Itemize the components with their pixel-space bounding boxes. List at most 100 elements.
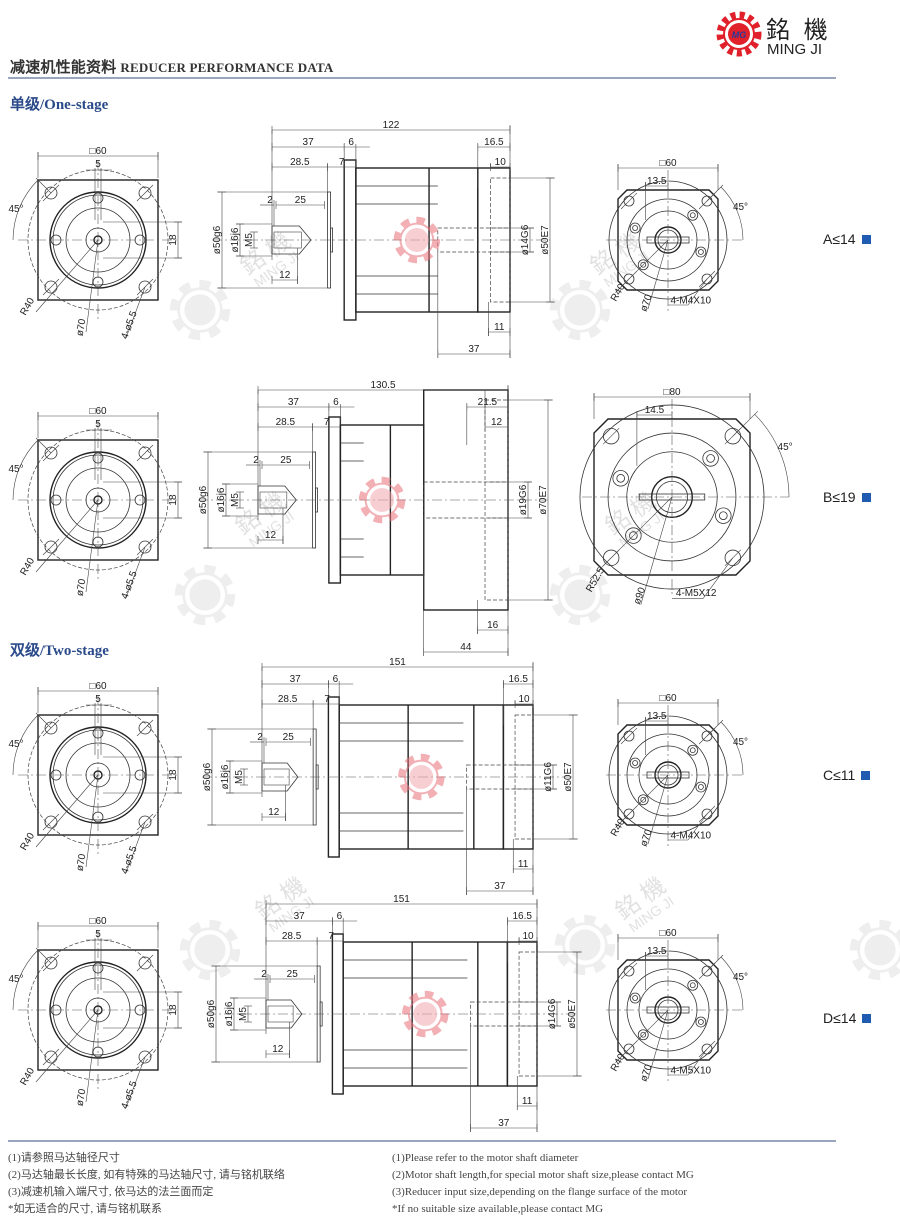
dim-input-length: 37	[290, 674, 302, 685]
angle-arc	[12, 439, 39, 501]
drawing-circle	[44, 446, 58, 460]
blue-square-icon	[861, 770, 871, 780]
dim-bottom-2: 37	[494, 881, 506, 892]
dim-pilot-step: 7	[324, 694, 330, 705]
footer-divider	[8, 1140, 836, 1142]
gear-watermark-icon	[174, 564, 236, 626]
drawing-circle	[706, 454, 715, 463]
dim-shaft-height: 18	[168, 769, 179, 781]
gear-watermark-icon	[554, 914, 616, 976]
dim-shaft-length: 25	[283, 732, 295, 743]
page-title-cn: 减速机性能资料	[10, 60, 117, 76]
gear-watermark-icon	[549, 564, 611, 626]
drawing-circle	[616, 474, 625, 483]
note-cn-1: (1)请参照马达轴径尺寸	[8, 1152, 120, 1164]
dim-input-length: 37	[294, 911, 306, 922]
drawing-line	[125, 821, 146, 874]
dim-pilot-length: 28.5	[290, 157, 310, 168]
dim-pilot-length: 28.5	[276, 417, 296, 428]
section-title-one-stage: 单级/One-stage	[10, 97, 109, 113]
drawing-circle	[701, 808, 713, 820]
dim-pcd: ø70	[639, 1063, 655, 1083]
dim-key-width: 5	[95, 419, 101, 430]
dim-shaft-length: 25	[295, 195, 307, 206]
ratio-code-label: B≤19	[823, 489, 856, 505]
drawing-line	[35, 437, 52, 454]
dim-shaft-diameter: ø16j6	[230, 227, 241, 252]
gear-watermark-icon	[179, 919, 241, 981]
drawing-circle	[695, 781, 707, 793]
drawing-line	[732, 410, 759, 437]
flange-outline	[617, 724, 719, 826]
ratio-code-label: C≤11	[823, 767, 856, 783]
dim-key-offset: 13.5	[647, 711, 667, 722]
ratio-code-a: A≤14	[823, 231, 871, 247]
dim-angle: 45°	[733, 972, 748, 983]
motor-shaft-bore	[261, 762, 299, 792]
dim-angle: 45°	[733, 737, 748, 748]
drawing-circle	[52, 964, 144, 1056]
drawing-circle	[629, 531, 638, 540]
drawing-line	[125, 1056, 146, 1109]
drawing-circle	[138, 446, 152, 460]
drawing-outline	[330, 227, 333, 253]
drawing-circle	[724, 427, 742, 445]
drawing-circle	[623, 808, 635, 820]
dim-shaft-offset: 2	[257, 732, 263, 743]
dim-thread: M5	[244, 233, 255, 247]
drawing-line	[620, 192, 638, 210]
flange-outline	[617, 189, 719, 291]
drawing-line	[615, 239, 669, 293]
dim-mount-holes: 4-ø5.5	[120, 569, 140, 600]
angle-arc	[720, 956, 744, 1011]
drawing-circle	[44, 815, 58, 829]
drawing-circle	[701, 195, 713, 207]
drawing-circle	[689, 212, 696, 219]
dim-angle: 45°	[778, 442, 793, 453]
dim-total-length: 151	[389, 657, 406, 668]
angle-arc	[12, 179, 39, 241]
drawing-line	[35, 712, 52, 729]
drawing-line	[35, 1009, 99, 1083]
angle-arc	[720, 186, 744, 241]
gear-watermark-icon	[393, 216, 441, 264]
angle-arc	[12, 714, 39, 776]
dim-output-pilot: ø50E7	[540, 225, 551, 255]
drawing-circle	[623, 730, 635, 742]
drawing-circle	[719, 511, 728, 520]
dim-pcd: ø70	[75, 318, 89, 337]
drawing-line	[687, 813, 708, 841]
logo-name-cn: 銘 機	[766, 16, 831, 44]
dim-output-holes: 4-M5X12	[676, 588, 717, 599]
drawing-circle	[52, 729, 144, 821]
drawing-circle	[695, 246, 707, 258]
drawing-circle	[44, 721, 58, 735]
dim-output-flange: 16.5	[508, 674, 528, 685]
drawing-line	[615, 1009, 669, 1063]
drawing-circle	[640, 1031, 647, 1038]
dim-input-length: 37	[288, 397, 300, 408]
drawing-circle	[640, 261, 647, 268]
dim-thread: M5	[238, 1007, 249, 1021]
drawing-line	[42, 538, 60, 556]
motor-shaft-bore	[271, 225, 312, 255]
dim-output-holes: 4-M4X10	[671, 296, 712, 307]
angle-arc	[12, 949, 39, 1011]
drawing-line	[647, 239, 669, 310]
note-cn-2: (2)马达轴最长长度, 如有特殊的马达轴尺寸, 请与铭机联络	[8, 1169, 285, 1181]
dim-radius: R40	[18, 1066, 37, 1088]
drawing-line	[85, 239, 99, 333]
dim-output-flange: 16.5	[484, 137, 504, 148]
ratio-code-c: C≤11	[823, 767, 871, 783]
drawing-line	[702, 557, 734, 599]
dim-input-length: 37	[303, 137, 315, 148]
drawing-line	[647, 774, 669, 845]
dim-pcd: ø70	[75, 853, 89, 872]
